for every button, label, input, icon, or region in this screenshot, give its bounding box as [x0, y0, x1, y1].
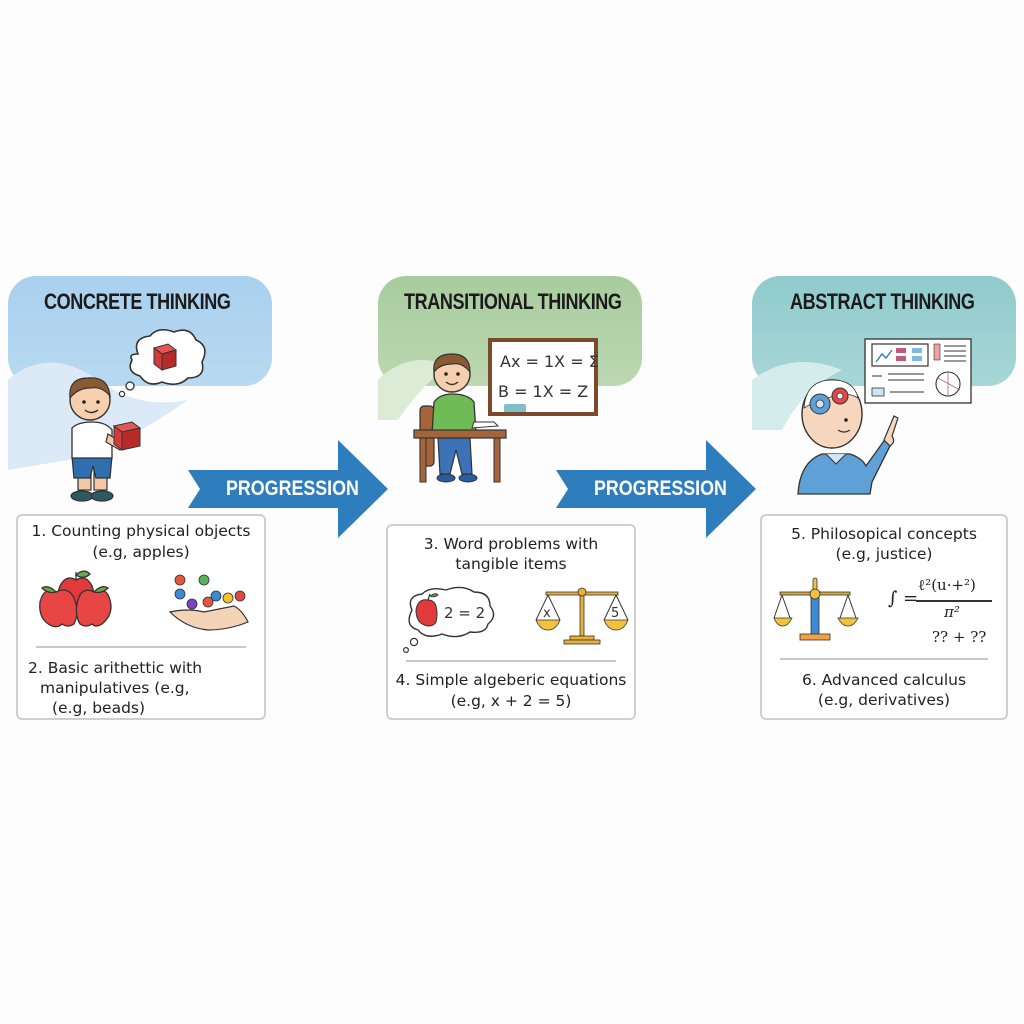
child-at-desk-illustration	[413, 353, 507, 483]
formula-extra: ?? + ??	[932, 628, 987, 646]
arrow-right-icon	[556, 440, 756, 538]
card-divider	[36, 646, 246, 648]
stage-title: CONCRETE THINKING	[44, 289, 231, 314]
arrow-right-icon	[188, 440, 388, 538]
stage-card: 3. Word problems with tangible items 2 =…	[386, 524, 636, 720]
header-wave	[752, 362, 842, 430]
formula-lhs: ∫ =	[888, 588, 919, 609]
beads-in-hand-icon	[168, 574, 249, 631]
thought-equation: 2 = 2	[444, 604, 485, 622]
item-4-title: 4. Simple algeberic equations	[395, 671, 627, 689]
item-2-example: (e.g, beads)	[52, 699, 146, 717]
whiteboard-equation-2: B = 1X = Z	[498, 382, 589, 401]
card-divider	[406, 660, 616, 662]
stage-card: 1. Counting physical objects (e.g, apple…	[16, 514, 266, 720]
item-4-example: (e.g, x + 2 = 5)	[450, 692, 572, 710]
item-1-title: 1. Counting physical objects	[31, 522, 251, 540]
whiteboard: Ax = 1X = Σ B = 1X = Z	[488, 338, 599, 416]
thought-bubble-apple-icon: 2 = 2	[402, 586, 495, 653]
item-2-line2: manipulatives (e.g,	[40, 679, 190, 697]
arrow-label: PROGRESSION	[226, 477, 359, 500]
item-2-title: 2. Basic arithettic with	[28, 659, 203, 677]
formula-denominator: π²	[944, 603, 960, 621]
item-6-title: 6. Advanced calculus	[801, 671, 967, 689]
arrow-label: PROGRESSION	[594, 477, 727, 500]
item-3-line2: tangible items	[455, 555, 567, 573]
formula-fraction-bar	[916, 600, 992, 602]
calculus-formula: ∫ = ℓ²(u·+²) π² ?? + ??	[888, 576, 998, 656]
item-1-example: (e.g, apples)	[92, 543, 190, 561]
gear-blue-icon	[809, 393, 831, 415]
stage-title: TRANSITIONAL THINKING	[404, 289, 622, 314]
item-5-title: 5. Philosopical concepts	[791, 525, 977, 543]
whiteboard-equation-1: Ax = 1X = Σ	[500, 352, 599, 371]
stage-title: ABSTRACT THINKING	[790, 289, 975, 314]
scale-left-label: x	[543, 606, 551, 621]
thinking-person-illustration	[797, 379, 899, 495]
apples-icon	[39, 570, 112, 628]
eraser-icon	[504, 404, 526, 412]
card-divider	[780, 658, 988, 660]
item-3-title: 3. Word problems with	[423, 535, 599, 553]
child-illustration	[69, 377, 142, 502]
red-cube-icon	[152, 343, 178, 371]
stage-card: 5. Philosopical concepts (e.g, justice) …	[760, 514, 1008, 720]
formula-numerator: ℓ²(u·+²)	[918, 576, 976, 594]
justice-scale-icon	[773, 577, 859, 641]
progression-arrow-2: PROGRESSION	[556, 440, 758, 542]
scale-right-label: 5	[611, 606, 619, 621]
analytics-chart-board-icon	[864, 338, 972, 404]
item-6-example: (e.g, derivatives)	[817, 691, 951, 709]
header-wave	[378, 360, 448, 420]
balance-scale-icon: x 5	[535, 587, 629, 645]
item-5-example: (e.g, justice)	[835, 545, 933, 563]
gear-red-icon	[831, 387, 849, 405]
progression-arrow-1: PROGRESSION	[188, 440, 390, 542]
thought-bubble-icon	[118, 328, 206, 398]
